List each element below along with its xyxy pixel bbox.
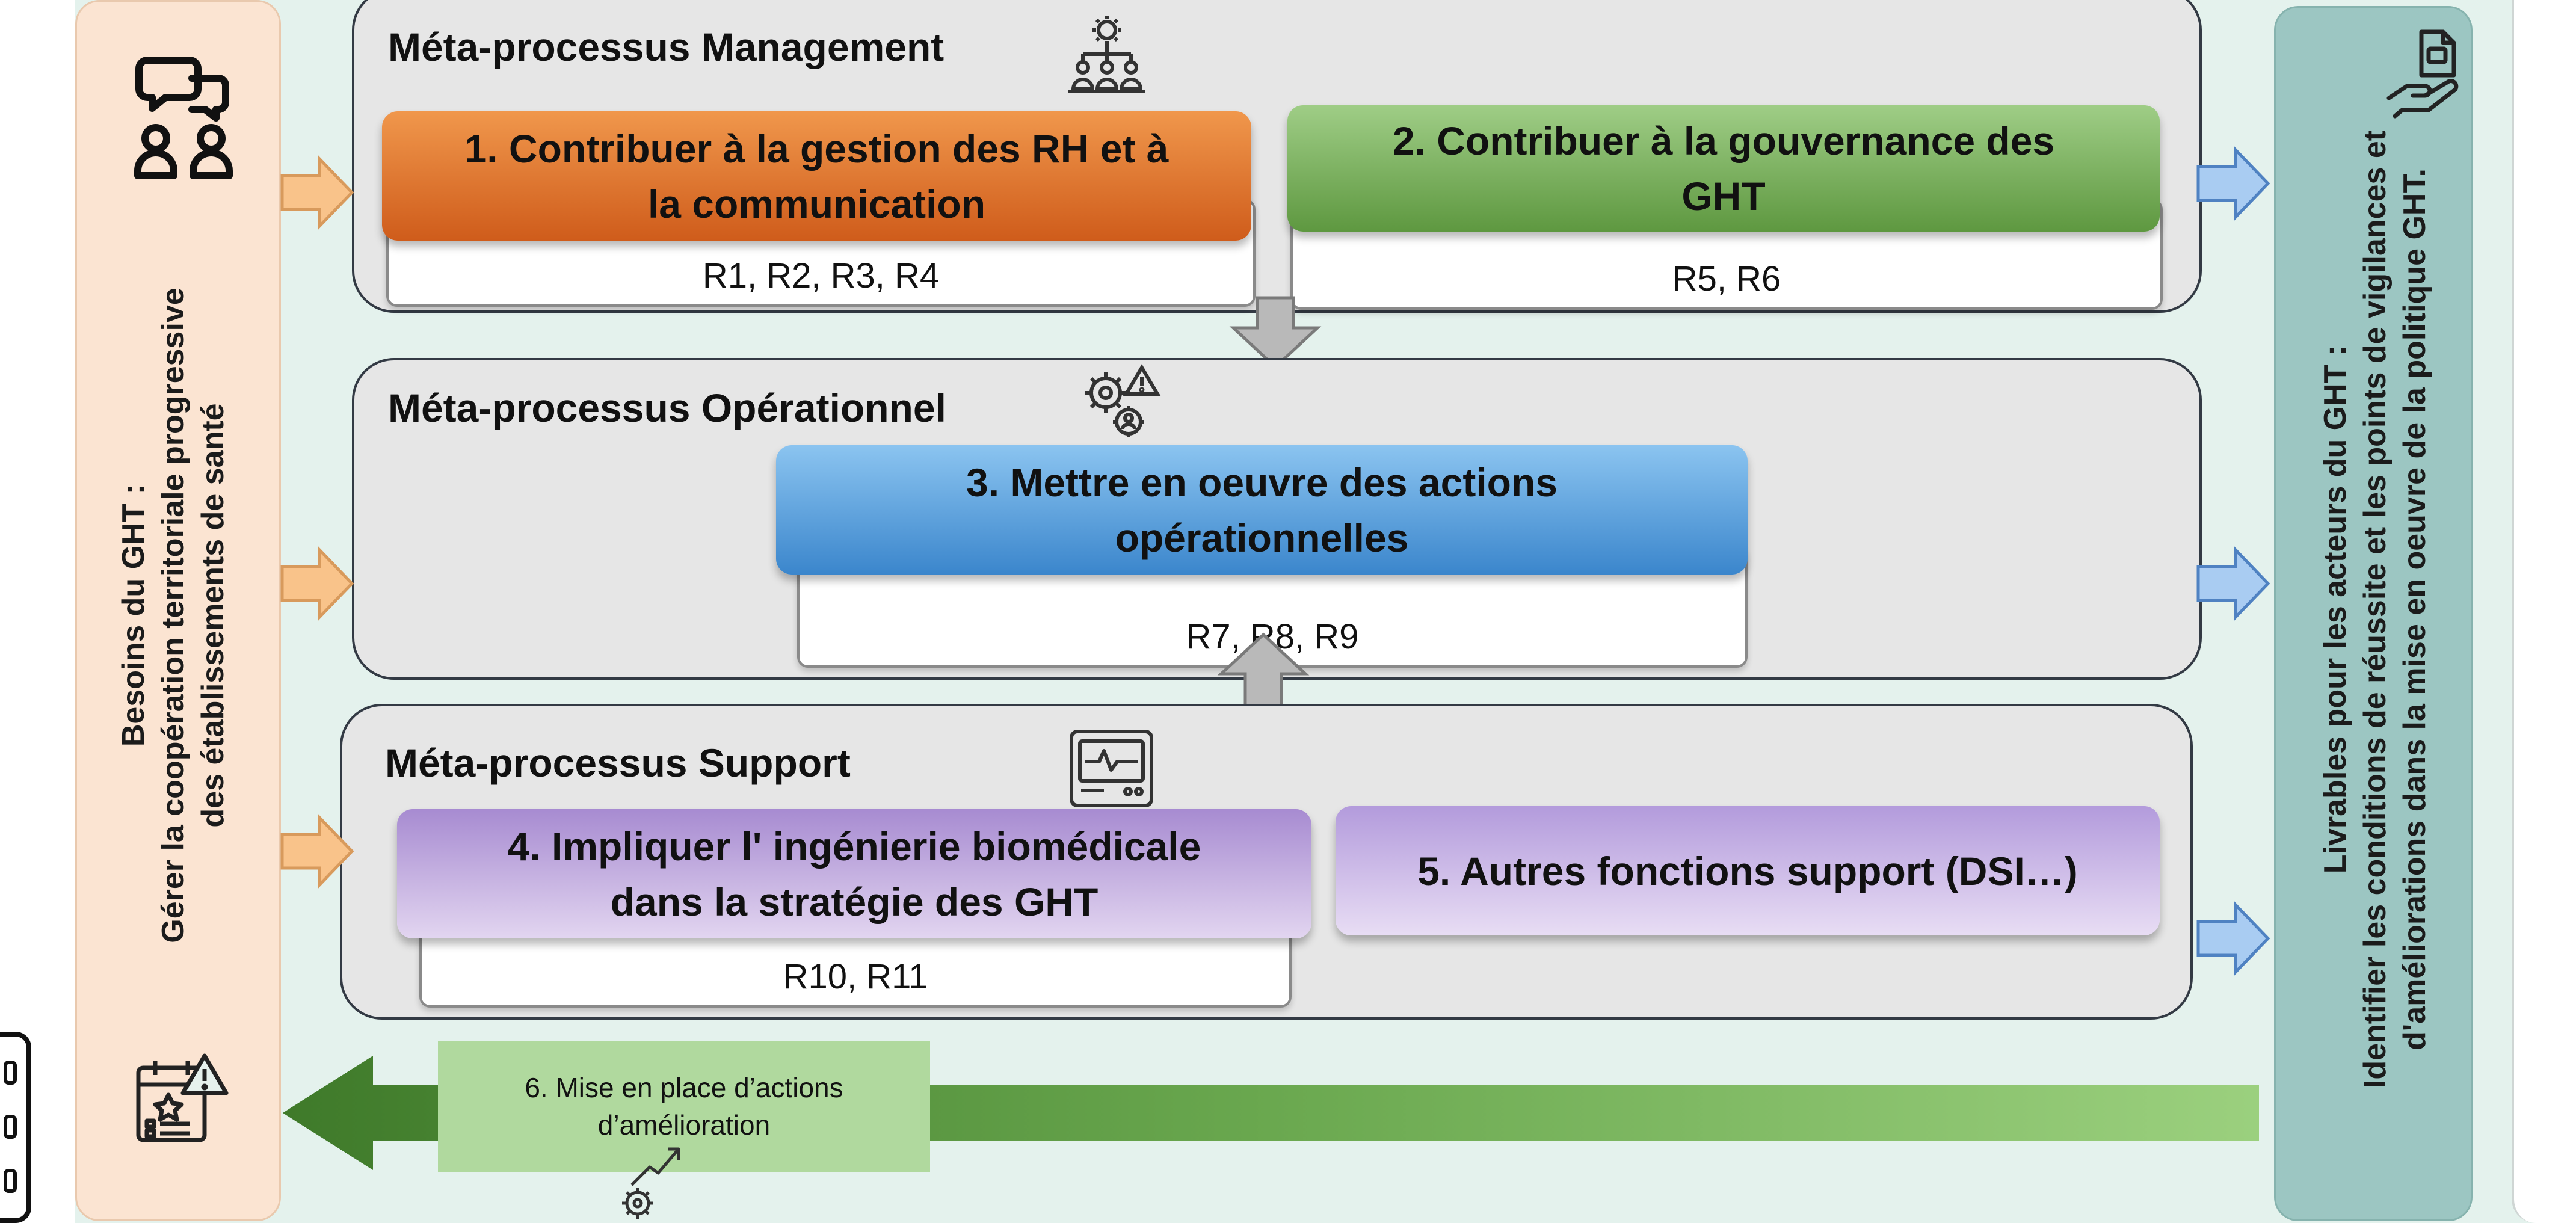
refs-2: R5, R6	[1672, 259, 1781, 298]
process-1-line-1: 1. Contribuer à la gestion des RH et à	[464, 126, 1169, 171]
calendar-warning-icon	[136, 1053, 229, 1142]
needs-title: Besoins du GHT :	[116, 484, 151, 747]
needs-line-3: des établissements de santé	[196, 403, 230, 828]
process-5-box[interactable]: 5. Autres fonctions support (DSI…)	[1336, 806, 2160, 935]
process-4-line-1: 4. Impliquer l' ingénierie biomédicale	[507, 824, 1201, 869]
operational-title: Méta-processus Opérationnel	[388, 386, 946, 430]
process-5-label: 5. Autres fonctions support (DSI…)	[1417, 848, 2078, 893]
left-margin	[0, 0, 75, 1223]
people-chat-icon	[134, 57, 233, 179]
down-arrow-grey	[1229, 296, 1322, 369]
deliverables-text: Livrables pour les acteurs du GHT : Iden…	[2316, 131, 2435, 1088]
hand-document-icon	[2386, 29, 2459, 119]
needs-line-2: Gérer la coopération territoriale progre…	[156, 288, 191, 943]
process-3-line-2: opérationnelles	[1115, 515, 1409, 560]
improvement-line-1: 6. Mise en place d’actions	[525, 1072, 843, 1103]
needs-text: Besoins du GHT : Gérer la coopération te…	[114, 288, 233, 943]
input-arrow-support	[280, 813, 354, 889]
improvement-line-2: d’amélioration	[597, 1109, 771, 1141]
deliverables-panel: Livrables pour les acteurs du GHT : Iden…	[2274, 6, 2473, 1221]
deliverables-title: Livrables pour les acteurs du GHT :	[2318, 345, 2353, 874]
process-1-line-2: la communication	[647, 181, 986, 226]
process-3-line-1: 3. Mettre en oeuvre des actions	[966, 460, 1558, 505]
process-2-line-2: GHT	[1681, 174, 1766, 218]
output-arrow-operational	[2196, 546, 2270, 621]
refs-box-4: R10, R11	[419, 926, 1292, 1008]
right-margin	[2512, 0, 2576, 1223]
refs-4: R10, R11	[783, 957, 928, 996]
apps-grid-icon[interactable]	[0, 1032, 31, 1223]
output-arrow-management	[2196, 146, 2270, 221]
process-4-line-2: dans la stratégie des GHT	[610, 879, 1098, 924]
monitor-icon	[1070, 730, 1153, 807]
refs-1: R1, R2, R3, R4	[702, 256, 940, 295]
process-2-line-1: 2. Contribuer à la gouvernance des	[1392, 119, 2055, 163]
org-chart-gear-icon	[1068, 16, 1145, 93]
management-title: Méta-processus Management	[388, 25, 944, 69]
gears-warning-icon	[1085, 364, 1161, 437]
deliverables-line-2: Identifier les conditions de réussite et…	[2358, 130, 2393, 1089]
process-4-box[interactable]: 4. Impliquer l' ingénierie biomédicale d…	[397, 809, 1311, 938]
improvement-actions-box[interactable]: 6. Mise en place d’actions d’amélioratio…	[438, 1041, 930, 1172]
output-arrow-support	[2196, 901, 2270, 976]
input-arrow-management	[280, 155, 354, 230]
growth-gear-icon	[622, 1147, 680, 1219]
support-title: Méta-processus Support	[385, 741, 851, 785]
process-1-box[interactable]: 1. Contribuer à la gestion des RH et à l…	[382, 111, 1251, 241]
deliverables-line-3: d'améliorations dans la mise en oeuvre d…	[2397, 168, 2432, 1050]
input-arrow-operational	[280, 546, 354, 621]
needs-panel: Besoins du GHT : Gérer la coopération te…	[75, 0, 281, 1221]
process-3-box[interactable]: 3. Mettre en oeuvre des actions opératio…	[776, 445, 1748, 575]
up-arrow-grey	[1217, 632, 1310, 712]
process-2-box[interactable]: 2. Contribuer à la gouvernance des GHT	[1287, 105, 2160, 232]
recommendations-arrow	[283, 1056, 2259, 1170]
